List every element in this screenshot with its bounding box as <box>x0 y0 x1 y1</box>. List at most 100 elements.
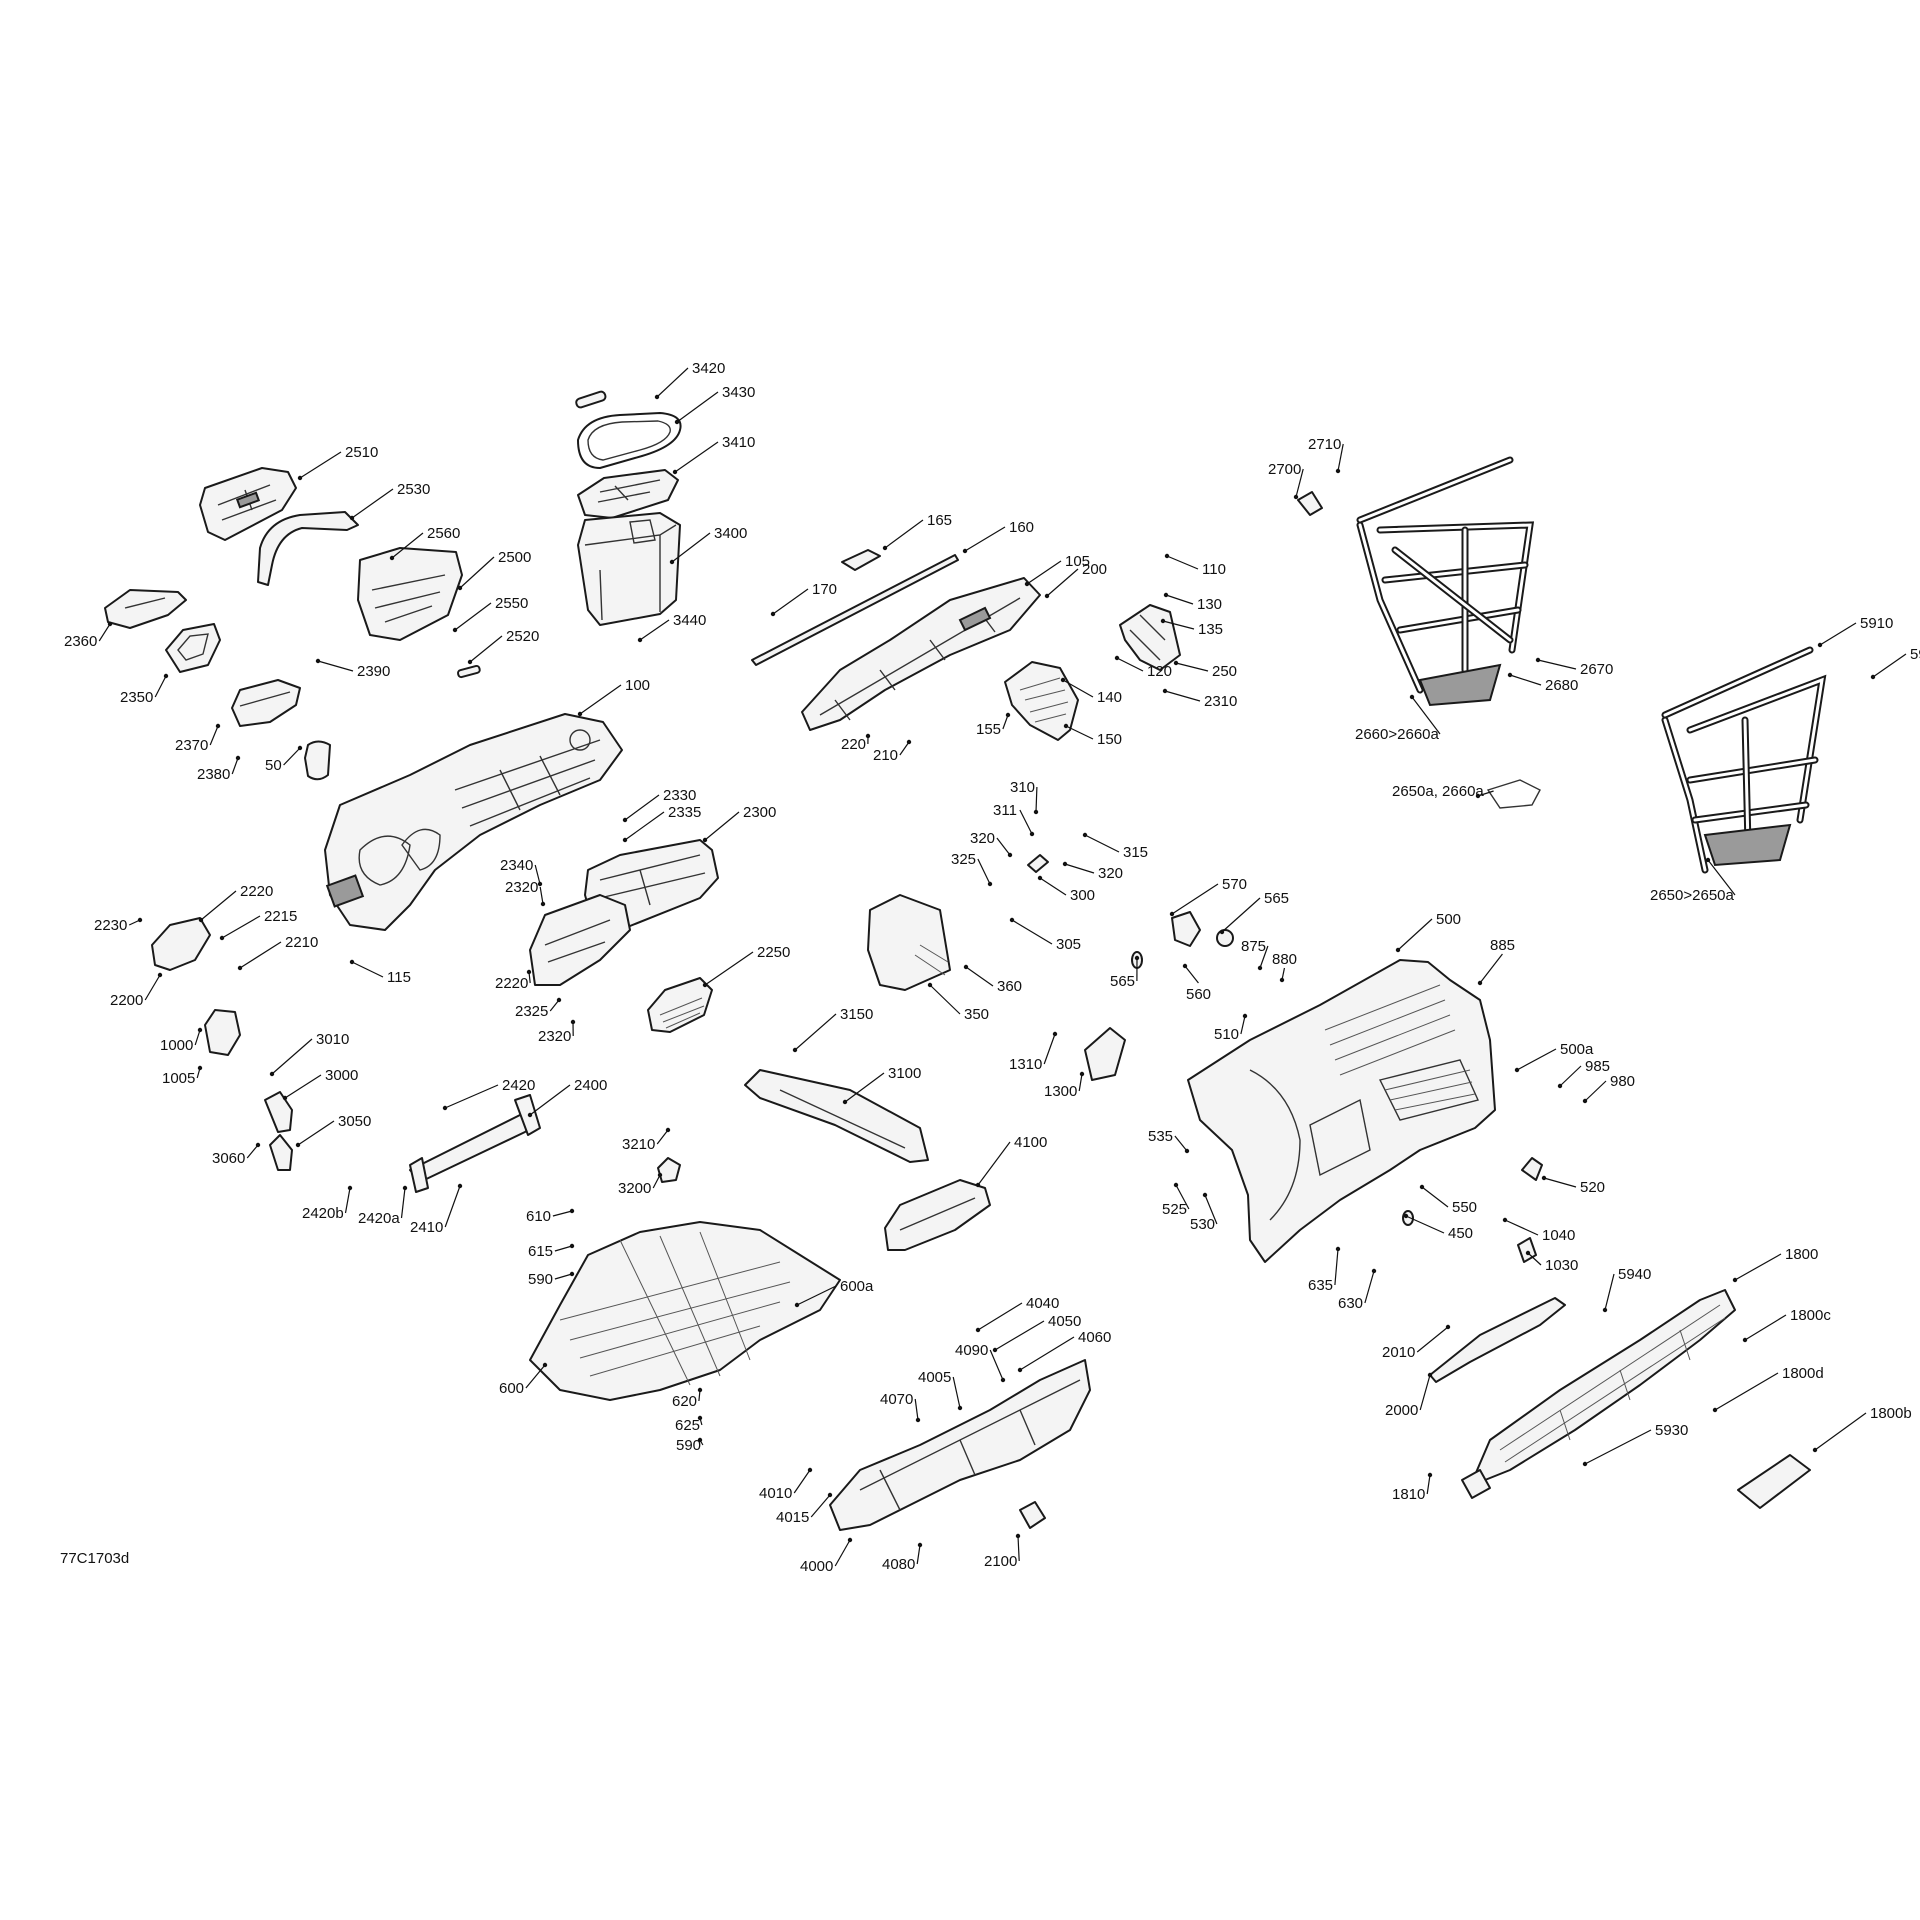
leader-point <box>962 548 968 554</box>
leader-line <box>929 984 961 1015</box>
leader-line <box>1872 653 1907 678</box>
leader-line <box>246 1144 259 1159</box>
leader-point <box>987 881 993 887</box>
leader-point <box>1184 1148 1190 1154</box>
part-number-label: 3210 <box>622 1136 655 1153</box>
leader-point <box>1812 1447 1818 1453</box>
leader-point <box>1037 875 1043 881</box>
callout-2410: 2410 <box>410 1183 463 1236</box>
leader-line <box>1364 1270 1375 1304</box>
leader-point <box>697 1437 703 1443</box>
leader-line <box>1019 809 1033 835</box>
callout-2300: 2300 <box>702 804 776 843</box>
part-number-label: 2510 <box>345 444 378 461</box>
leader-line <box>1046 568 1079 597</box>
leader-point <box>1475 793 1481 799</box>
part-number-label: 600 <box>499 1380 524 1397</box>
part-number-label: 5930 <box>1655 1422 1688 1439</box>
part-number-label: 875 <box>1241 938 1266 955</box>
leader-line <box>1419 1374 1431 1411</box>
part-number-label: 2325 <box>515 1003 548 1020</box>
leader-line <box>704 951 754 986</box>
part-number-label: 2680 <box>1545 677 1578 694</box>
callout-565: 565 <box>1219 890 1289 935</box>
leader-line <box>351 961 384 978</box>
callout-1000: 1000 <box>160 1027 203 1054</box>
part-number-label: 3150 <box>840 1006 873 1023</box>
leader-point <box>1477 980 1483 986</box>
leader-point <box>163 673 169 679</box>
leader-point <box>1242 1013 1248 1019</box>
callout-2400: 2400 <box>527 1077 607 1118</box>
part-number-label: 2335 <box>668 804 701 821</box>
leader-point <box>697 1387 703 1393</box>
leader-point <box>107 621 113 627</box>
callout-320: 320 <box>970 830 1013 858</box>
callout-3050: 3050 <box>295 1113 371 1148</box>
leader-line <box>1184 965 1199 984</box>
callout-2370: 2370 <box>175 723 221 754</box>
part-number-label: 5920 <box>1910 646 1920 663</box>
part-250-cover <box>1119 604 1181 671</box>
leader-point <box>1557 1083 1563 1089</box>
leader-line <box>231 757 239 775</box>
leader-point <box>542 1362 548 1368</box>
part-2350-bezel <box>165 623 221 673</box>
callout-2560: 2560 <box>389 525 460 561</box>
callout-2335: 2335 <box>622 804 701 843</box>
part-number-label: 3430 <box>722 384 755 401</box>
callout-4090: 4090 <box>955 1342 1006 1383</box>
callout-2500: 2500 <box>457 549 531 591</box>
part-4000-tunnel <box>829 1359 1091 1531</box>
leader-point <box>657 1172 663 1178</box>
leader-point <box>349 515 355 521</box>
leader-line <box>271 1038 313 1075</box>
leader-point <box>1602 1307 1608 1313</box>
leader-point <box>1219 929 1225 935</box>
leader-line <box>1814 1412 1867 1451</box>
leader-point <box>1427 1372 1433 1378</box>
part-number-label: 350 <box>964 1006 989 1023</box>
part-number-label: 1040 <box>1542 1227 1575 1244</box>
callout-635: 635 <box>1308 1246 1341 1294</box>
leader-point <box>1015 1533 1021 1539</box>
leader-line <box>1062 679 1094 698</box>
part-2360-cover <box>104 589 187 629</box>
part-number-label: 3060 <box>212 1150 245 1167</box>
part-number-label: 135 <box>1198 621 1223 638</box>
part-3400-bin <box>577 512 681 626</box>
part-number-label: 500a <box>1560 1041 1594 1058</box>
leader-line <box>297 1120 335 1146</box>
callout-2700: 2700 <box>1268 461 1304 500</box>
part-number-label: 520 <box>1580 1179 1605 1196</box>
leader-line <box>793 1469 811 1494</box>
part-number-label: 985 <box>1585 1058 1610 1075</box>
leader-line <box>1002 714 1009 730</box>
callout-1810: 1810 <box>1392 1472 1433 1503</box>
part-3410-lid <box>577 469 679 519</box>
callout-525: 525 <box>1162 1182 1190 1218</box>
part-number-label: 4015 <box>776 1509 809 1526</box>
part-number-label: 2215 <box>264 908 297 925</box>
callout-2510: 2510 <box>297 444 378 481</box>
part-2250-grille <box>647 977 713 1033</box>
part-2520-pin <box>457 664 481 679</box>
leader-line <box>1043 1033 1056 1065</box>
part-number-label: 2650>2650a <box>1650 887 1734 904</box>
part-number-label: 140 <box>1097 689 1122 706</box>
part-number-label: 2320 <box>505 879 538 896</box>
part-number-label: 885 <box>1490 937 1515 954</box>
part-number-label: 2000 <box>1385 1402 1418 1419</box>
leader-line <box>1509 674 1542 686</box>
leader-point <box>540 901 546 907</box>
part-number-label: 1300 <box>1044 1083 1077 1100</box>
leader-line <box>810 1494 831 1518</box>
leader-line <box>977 1302 1023 1331</box>
leader-line <box>1397 918 1433 951</box>
leader-line <box>444 1185 461 1228</box>
leader-point <box>1082 832 1088 838</box>
callout-2010: 2010 <box>1382 1324 1451 1361</box>
leader-line <box>977 1141 1011 1186</box>
leader-line <box>994 1320 1045 1351</box>
part-3000-bracket <box>264 1091 293 1133</box>
